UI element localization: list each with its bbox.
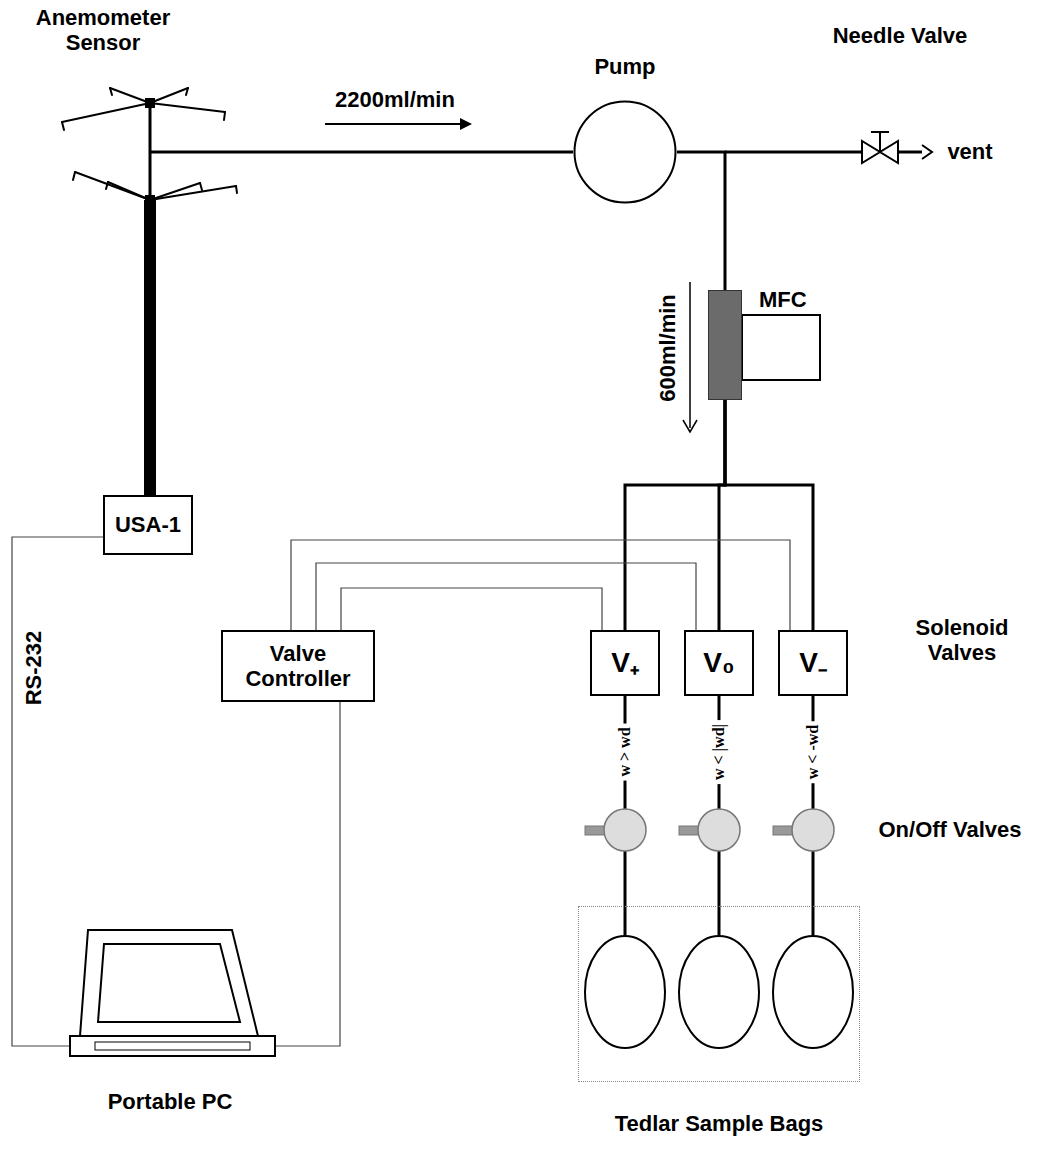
- node-text: V₊: [605, 647, 645, 679]
- controller-box: Valve Controller: [221, 630, 375, 702]
- pipe-connector: [677, 152, 725, 290]
- node-text: MFC: [759, 287, 807, 312]
- control-wire: [291, 540, 790, 630]
- pipe-connector: [725, 400, 813, 630]
- condition-label: w < -wd: [802, 721, 824, 783]
- part-name: On/Off Valves: [878, 817, 1021, 842]
- solenoid-valve-box: V₀: [684, 630, 754, 696]
- solenoid-valve-box: V₋: [778, 630, 848, 696]
- part-name: Solenoid Valves: [887, 615, 1037, 666]
- pipe-connector: [625, 400, 725, 630]
- solenoid-valve-box: V₊: [590, 630, 660, 696]
- on-off-valve-symbols: [585, 809, 834, 851]
- valve-name: Needle Valve: [833, 23, 968, 48]
- arrow-head: [460, 118, 472, 130]
- sensor-electronics-box: USA-1: [103, 495, 193, 555]
- node-text: V₀: [697, 647, 740, 679]
- vent-line: [725, 151, 862, 154]
- flow-arrow: [689, 282, 691, 428]
- flow-arrow: [325, 123, 462, 125]
- laptop-illustration: [70, 930, 275, 1056]
- condition-label: w > wd: [614, 723, 636, 780]
- inlet-line: [150, 151, 573, 154]
- node-text: Pump: [594, 54, 655, 79]
- mfc-box: MFC: [708, 290, 742, 400]
- arrow-head: [683, 420, 697, 432]
- node-text: USA-1: [109, 512, 187, 537]
- control-wire: [316, 563, 696, 630]
- node-text: Valve Controller: [223, 641, 373, 692]
- sample-bag-group: Tedlar Sample Bags: [578, 906, 860, 1082]
- needle-valve-symbol: [862, 132, 898, 163]
- arrow-head: [922, 145, 932, 159]
- mfc-controller-box: [742, 315, 820, 380]
- node-text: Tedlar Sample Bags: [615, 1111, 824, 1136]
- vent-line: [898, 151, 922, 154]
- flow-rate: 2200ml/min: [335, 87, 455, 112]
- flow-rate: 600ml/min: [655, 294, 680, 402]
- anemometer: [62, 88, 237, 495]
- sensor-title: Anemometer Sensor: [28, 5, 178, 56]
- device-name: Portable PC: [108, 1089, 233, 1114]
- circle-outline: [573, 100, 677, 204]
- valve-lines: [625, 696, 813, 935]
- pump-circle: Pump: [573, 100, 677, 204]
- control-wire: [341, 588, 602, 630]
- interface-name: RS-232: [21, 631, 46, 706]
- node-text: V₋: [793, 647, 833, 679]
- sample-bags: [585, 936, 853, 1048]
- outlet-name: vent: [947, 139, 992, 164]
- condition-label: w < |wd|: [708, 720, 730, 784]
- control-cable: [275, 702, 340, 1046]
